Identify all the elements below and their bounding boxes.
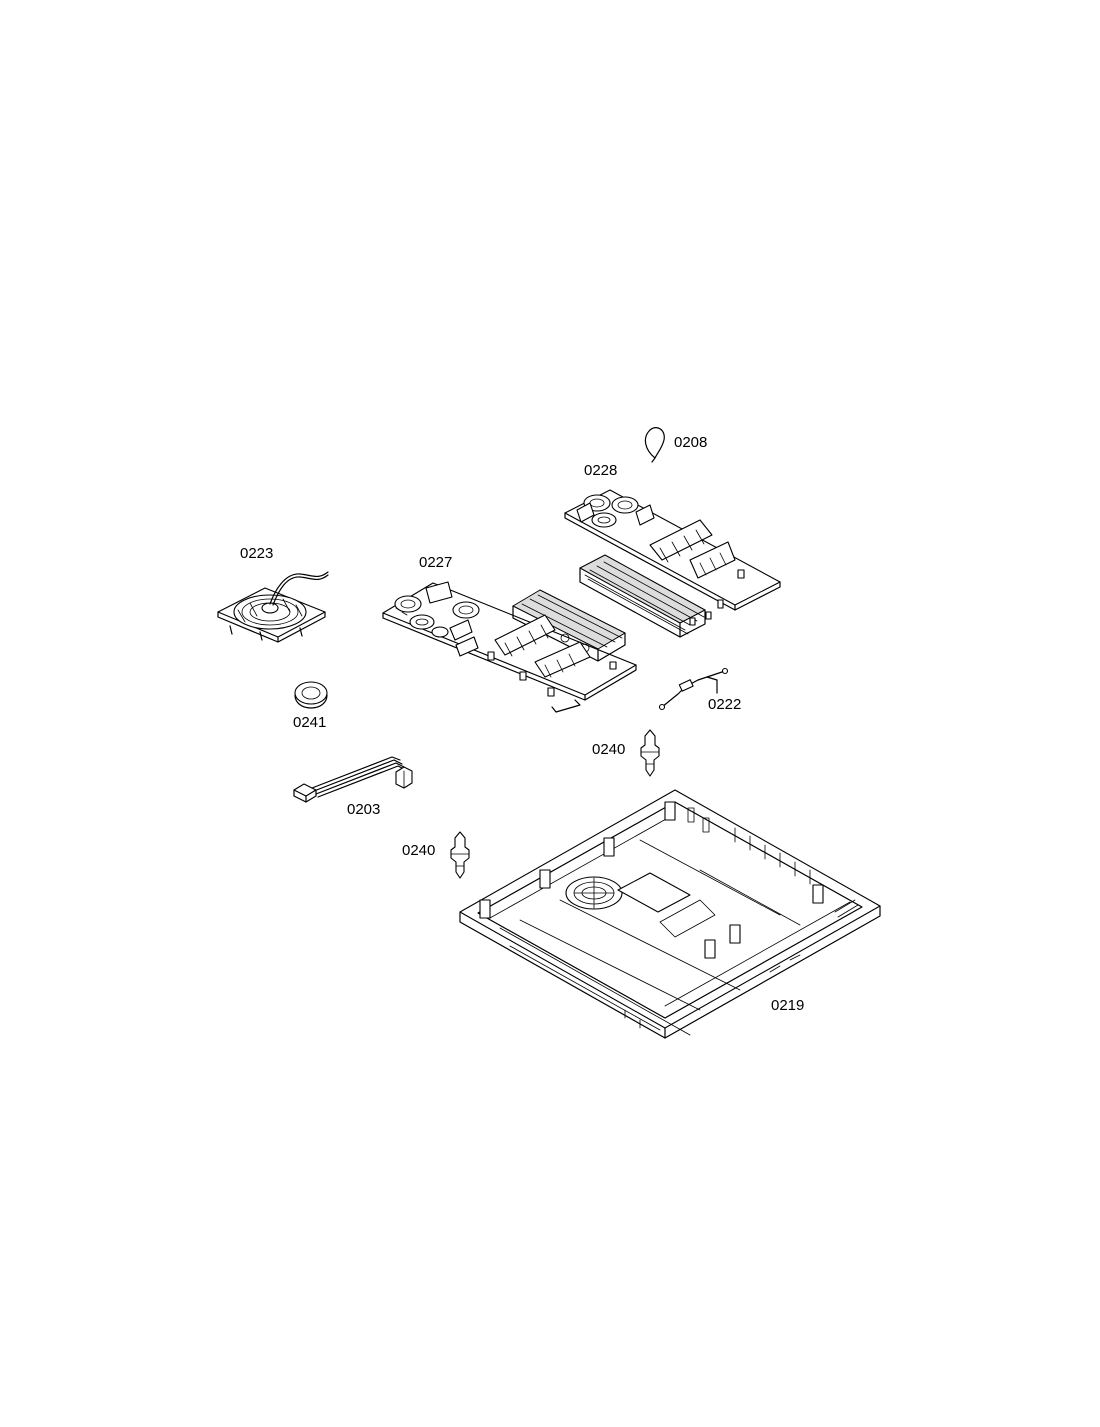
standoff-0240-upper	[640, 729, 660, 777]
part-label-0203: 0203	[347, 801, 381, 818]
power-board-0227	[382, 581, 637, 713]
part-label-0219: 0219	[771, 997, 805, 1014]
part-label-0227: 0227	[419, 554, 453, 571]
power-board-0228	[564, 489, 781, 638]
wire-harness-0203	[293, 756, 413, 803]
part-label-0208: 0208	[674, 434, 708, 451]
cable-part-0222	[658, 667, 729, 711]
housing-tray-0219	[459, 789, 881, 1039]
part-label-0241: 0241	[293, 714, 327, 731]
part-label-0223: 0223	[240, 545, 274, 562]
clip-part-0208	[644, 427, 665, 463]
part-label-0240-upper: 0240	[592, 741, 626, 758]
part-label-0228: 0228	[584, 462, 618, 479]
standoff-0240-lower	[450, 831, 470, 879]
part-label-0240-lower: 0240	[402, 842, 436, 859]
fan-0223	[217, 571, 329, 643]
ring-part-0241	[294, 681, 328, 709]
part-label-0222: 0222	[708, 696, 742, 713]
